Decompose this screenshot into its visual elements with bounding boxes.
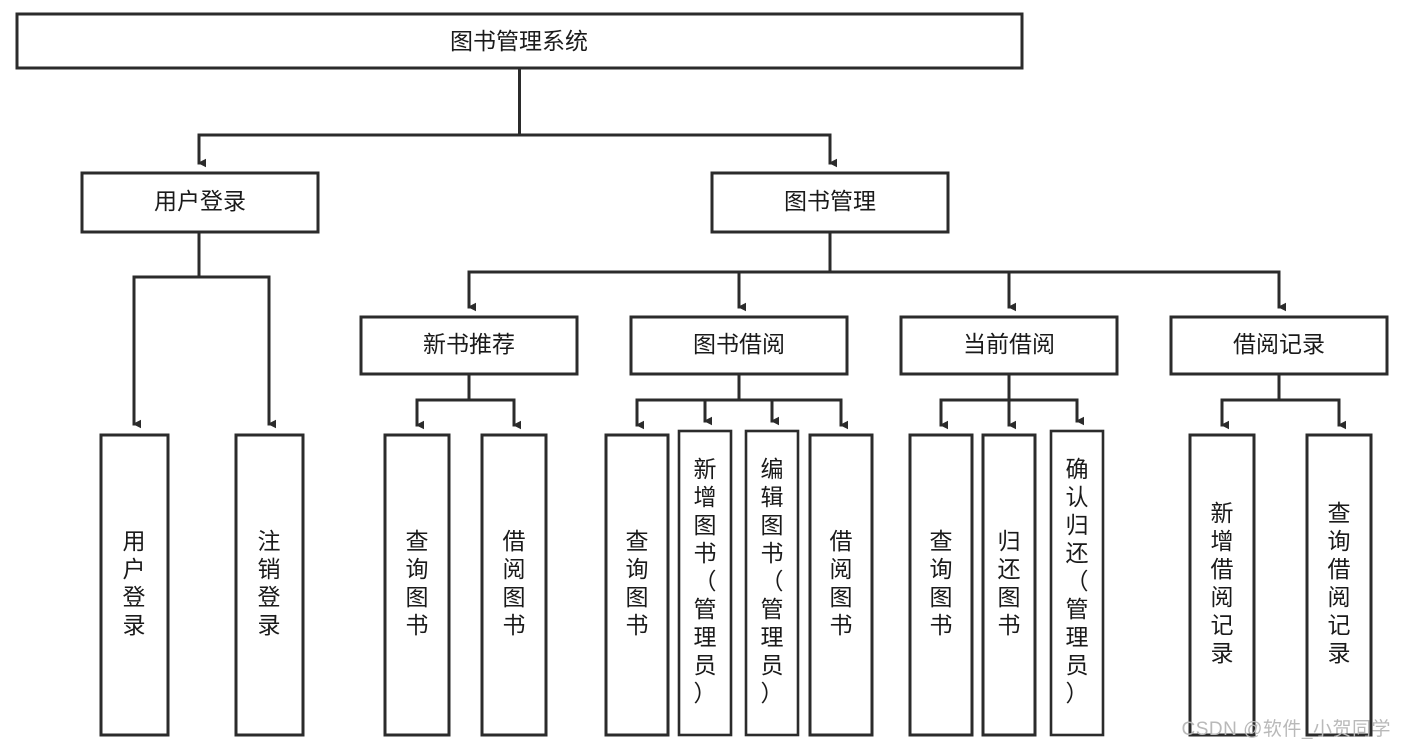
leaf-user-login-box[interactable] (99, 433, 170, 737)
leaf-borrow-book-1-box[interactable] (480, 433, 548, 737)
node-book-borrow-label: 图书借阅 (693, 331, 785, 357)
node-user-login-box[interactable] (80, 171, 320, 234)
leaf-query-book-3-label: 查询图书 (930, 528, 953, 638)
node-root[interactable]: 图书管理系统 (15, 12, 1024, 70)
node-new-book-recommend-box[interactable] (359, 315, 579, 376)
node-borrow-record[interactable]: 借阅记录 (1169, 315, 1389, 376)
leaf-query-book-2-label: 查询图书 (626, 528, 649, 638)
leaf-return-book-label: 归还图书 (998, 528, 1021, 638)
node-current-borrow[interactable]: 当前借阅 (899, 315, 1119, 376)
node-book-management[interactable]: 图书管理 (710, 171, 950, 234)
leaf-query-record-label: 查询借阅记录 (1328, 500, 1351, 666)
leaf-logout-box[interactable] (234, 433, 305, 737)
node-new-book-recommend-label: 新书推荐 (423, 331, 515, 357)
leaf-add-record-label: 新增借阅记录 (1211, 500, 1234, 666)
node-book-management-box[interactable] (710, 171, 950, 234)
node-book-borrow-box[interactable] (629, 315, 849, 376)
leaf-borrow-book-2-box[interactable] (808, 433, 874, 737)
leaf-box-layer (99, 429, 1373, 737)
node-current-borrow-label: 当前借阅 (963, 331, 1055, 357)
leaf-label-layer: 用户登录 注销登录 查询图书 借阅图书 查询图书 新增图书（管理员） 编辑图书（… (123, 456, 1351, 706)
connector-layer (132, 66, 1347, 430)
node-user-login[interactable]: 用户登录 (80, 171, 320, 234)
leaf-logout-label: 注销登录 (258, 528, 281, 638)
node-user-login-label: 用户登录 (154, 188, 246, 214)
leaf-query-book-2-box[interactable] (604, 433, 670, 737)
node-new-book-recommend[interactable]: 新书推荐 (359, 315, 579, 376)
leaf-user-login-label: 用户登录 (123, 528, 146, 638)
node-root-label: 图书管理系统 (450, 28, 588, 54)
leaf-return-book-box[interactable] (981, 433, 1037, 737)
leaf-query-book-1-box[interactable] (383, 433, 451, 737)
node-root-box[interactable] (15, 12, 1024, 70)
node-book-management-label: 图书管理 (784, 188, 876, 214)
node-borrow-record-box[interactable] (1169, 315, 1389, 376)
node-current-borrow-box[interactable] (899, 315, 1119, 376)
leaf-add-book-box[interactable] (677, 429, 733, 737)
leaf-borrow-book-1-label: 借阅图书 (503, 528, 526, 638)
node-borrow-record-label: 借阅记录 (1233, 331, 1325, 357)
leaf-add-book-label: 新增图书（管理员） (694, 456, 717, 706)
leaf-edit-book-box[interactable] (744, 429, 800, 737)
leaf-query-book-3-box[interactable] (908, 433, 974, 737)
leaf-borrow-book-2-label: 借阅图书 (830, 528, 853, 638)
csdn-watermark: CSDN @软件_小贺同学 (1181, 719, 1391, 740)
leaf-confirm-return-label: 确认归还（管理员） (1066, 456, 1089, 706)
leaf-confirm-return-box[interactable] (1049, 429, 1105, 737)
leaf-query-book-1-label: 查询图书 (406, 528, 429, 638)
leaf-add-record-box[interactable] (1188, 433, 1256, 737)
node-book-borrow[interactable]: 图书借阅 (629, 315, 849, 376)
leaf-query-record-box[interactable] (1305, 433, 1373, 737)
leaf-edit-book-label: 编辑图书（管理员） (761, 456, 784, 706)
